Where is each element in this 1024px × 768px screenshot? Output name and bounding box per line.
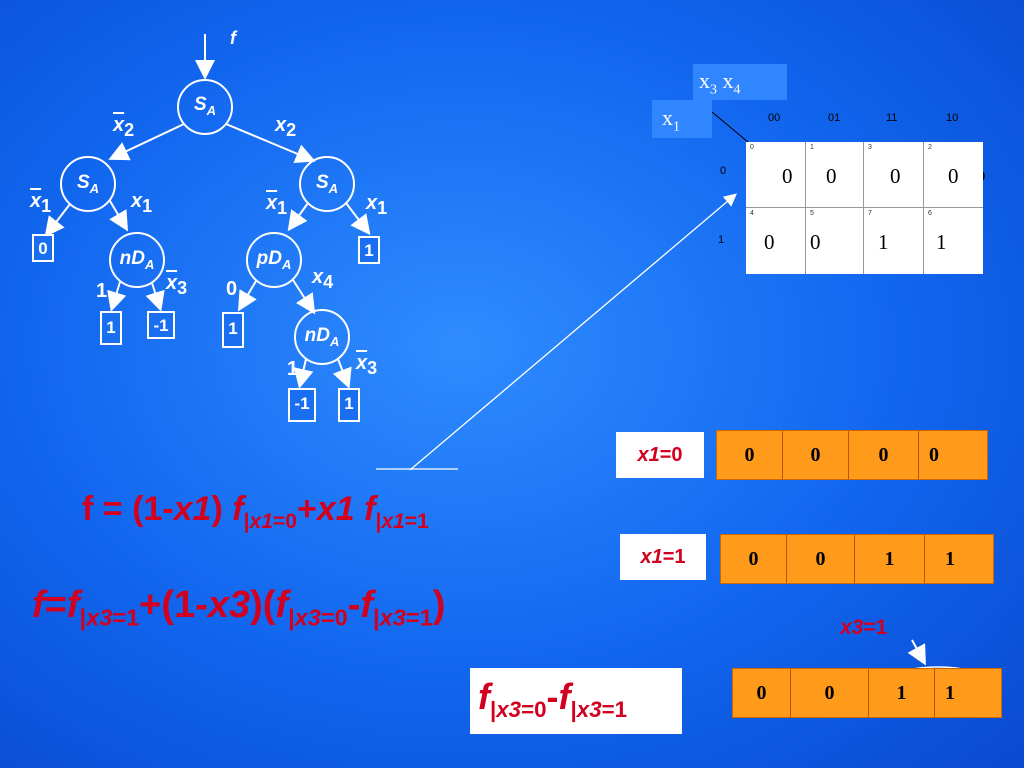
edge-nd2-right xyxy=(332,358,352,389)
edge-nd2-left xyxy=(293,358,314,389)
kmap-value: 1 xyxy=(878,230,889,254)
kmap-value: 0 xyxy=(948,164,959,188)
kmap-value: 0 xyxy=(782,164,793,188)
kmap-value: 1 xyxy=(936,230,947,254)
edge-label-pd-0: 0 xyxy=(226,278,238,300)
row2-cell: 0 xyxy=(787,535,855,583)
leaf-nd2-right: 1 xyxy=(338,388,360,422)
edge-label-x1-right: x1 xyxy=(366,192,388,218)
edge-pd-nd2 xyxy=(292,279,316,315)
kmap-value: 0 xyxy=(810,230,821,254)
pd-node-label: pDA xyxy=(256,248,292,272)
left-node-label: SA xyxy=(76,172,100,196)
row3-cell: 0 xyxy=(733,669,791,717)
nd-node-circle xyxy=(109,232,165,288)
kmap-idx: 0 xyxy=(750,144,754,151)
leaf-0: 0 xyxy=(32,234,54,262)
edge-root-right xyxy=(225,123,316,164)
edge-nd-right xyxy=(145,282,165,312)
leaf-nd-left: 1 xyxy=(100,311,122,345)
row3-cell: 0 xyxy=(791,669,869,717)
kmap-idx: 2 xyxy=(928,144,932,151)
row1-cell: 0 xyxy=(783,431,849,479)
kmap-idx: 6 xyxy=(928,210,932,217)
pointer-line xyxy=(409,193,737,471)
kmap-idx: 4 xyxy=(750,210,754,217)
kmap-idx: 1 xyxy=(810,144,814,151)
kmap-col-header-01: 01 xyxy=(828,112,841,124)
row2-values: 0 0 1 1 xyxy=(720,534,994,584)
edge-label-nd-1: 1 xyxy=(96,280,108,302)
equation-3-box xyxy=(470,668,682,734)
row1-cell: 0 xyxy=(849,431,919,479)
row2-cell: 0 xyxy=(721,535,787,583)
kmap-idx: 7 xyxy=(868,210,872,217)
kmap-row-header-1: 1 xyxy=(718,234,725,246)
nd-node-label: nDA xyxy=(119,248,155,272)
row3-values: 0 0 1 1 xyxy=(732,668,1002,718)
row1-cell: 0 xyxy=(929,443,939,466)
kmap-value: 0 xyxy=(890,164,901,188)
row2-label: x1=1 xyxy=(620,534,706,580)
edge-label-x3-bar: x3 xyxy=(166,272,188,298)
left-node-circle xyxy=(60,156,116,212)
edge-label-x1-left: x1 xyxy=(131,190,153,216)
leaf-nd-right: -1 xyxy=(147,311,175,339)
kmap-row-vars: x1 xyxy=(652,100,712,138)
edge-nd-left xyxy=(107,281,127,312)
edge-root-left xyxy=(108,123,185,161)
edge-label-x4: x4 xyxy=(312,266,334,292)
row3-cell: 1 xyxy=(945,681,955,704)
edge-label-x2: x2 xyxy=(275,114,297,140)
row3-cell: 1 xyxy=(869,669,935,717)
edge-label-nd2-1: 1 xyxy=(287,358,299,380)
f-label: f xyxy=(230,28,236,48)
kmap-corner-line xyxy=(711,111,749,143)
equation-2: f=f|x3=1+(1-x3)(f|x3=0-f|x3=1) xyxy=(32,584,446,631)
row2-cell: 1 xyxy=(855,535,925,583)
edge-right-leaf1 xyxy=(345,202,371,236)
x3-label: x3=1 xyxy=(840,616,888,639)
nd2-node-label: nDA xyxy=(304,325,340,349)
kmap-col-header-11: 11 xyxy=(886,112,898,124)
row1-values: 0 0 0 0 xyxy=(716,430,988,480)
right-node-circle xyxy=(299,156,355,212)
edge-label-x2-bar: x2 xyxy=(113,114,135,140)
leaf-nd2-left: -1 xyxy=(288,388,316,422)
pd-node-circle xyxy=(246,232,302,288)
leaf-pd-left: 1 xyxy=(222,312,244,348)
x3-arrow xyxy=(907,639,926,666)
kmap-grid: 0 1 3 2 4 5 7 6 0 0 0 0 0 0 1 1 xyxy=(746,142,983,274)
edge-label-x1-bar-right: x1 xyxy=(266,192,288,218)
edge-label-x1-bar-left: x1 xyxy=(30,190,52,216)
kmap-value: 0 xyxy=(826,164,837,188)
equation-3: f|x3=0-f|x3=1 xyxy=(478,676,628,723)
right-node-label: SA xyxy=(315,172,339,196)
root-node-label: SA xyxy=(193,94,217,118)
row1-cell: 0 xyxy=(717,431,783,479)
equation-1: f = (1-x1) f|x1=0+x1 f|x1=1 xyxy=(82,490,429,533)
kmap-value: 0 xyxy=(764,230,775,254)
row1-label: x1=0 xyxy=(616,432,704,478)
kmap-col-vars: x3 x4 xyxy=(693,64,787,100)
edge-right-pd xyxy=(287,202,309,232)
kmap-row-header-0: 0 xyxy=(720,165,727,177)
row2-cell: 1 xyxy=(945,547,955,570)
edge-pd-left xyxy=(237,280,257,312)
edge-left-nd xyxy=(109,200,129,232)
root-node-circle xyxy=(177,79,233,135)
kmap-idx: 5 xyxy=(810,210,814,217)
edge-left-leaf0 xyxy=(44,203,71,238)
leaf-1-right: 1 xyxy=(358,236,380,264)
kmap-idx: 3 xyxy=(868,144,872,151)
edge-label-x3-bar-2: x3 xyxy=(356,352,378,378)
kmap-col-header-10: 10 xyxy=(946,112,959,124)
kmap-col-header-00: 00 xyxy=(768,112,781,124)
nd2-node-circle xyxy=(294,309,350,365)
